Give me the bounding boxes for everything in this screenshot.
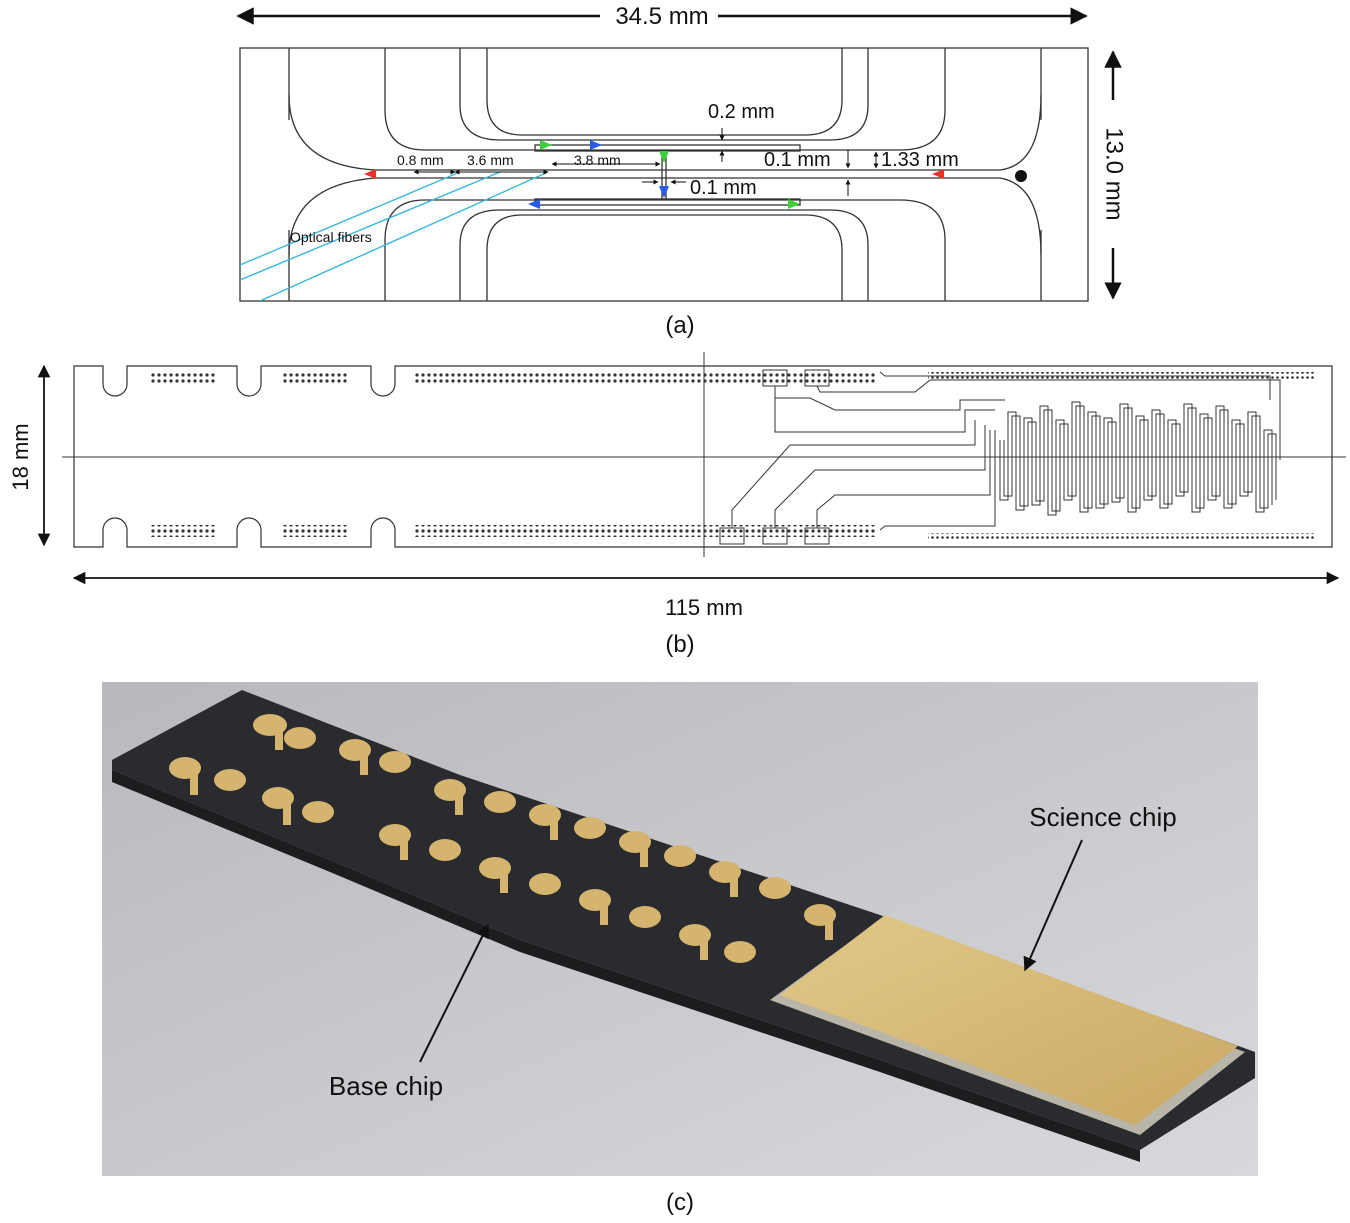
- dim-0-1-top: 0.1 mm: [764, 149, 831, 171]
- panel-a: 34.5 mm 13.0 mm: [236, 3, 1128, 339]
- science-chip-arrow: [1023, 839, 1083, 972]
- blue-marker-center: [659, 186, 669, 198]
- science-chip-body: [780, 915, 1238, 1125]
- dim-1-33: 1.33 mm: [881, 149, 959, 171]
- chip-outline-a: [239, 47, 1089, 302]
- dim-3-6: 3.6 mm: [467, 152, 514, 168]
- panel-b: 18 mm 115 mm (b): [8, 352, 1346, 658]
- caption-b: (b): [665, 631, 694, 658]
- caption-a: (a): [665, 312, 694, 339]
- dim-0-1-center: 0.1 mm: [690, 177, 757, 199]
- dim-0-8: 0.8 mm: [397, 152, 444, 168]
- flow-markers: [364, 140, 944, 209]
- gold-pads: [169, 714, 836, 963]
- height-label-b: 18 mm: [8, 423, 33, 490]
- dim-3-8: 3.8 mm: [574, 152, 621, 168]
- red-marker-left: [364, 169, 376, 179]
- blue-marker-bottom: [528, 199, 540, 209]
- fibers-label: Optical fibers: [290, 229, 372, 245]
- width-label: 34.5 mm: [615, 3, 708, 30]
- science-chip-label: Science chip: [1029, 802, 1176, 832]
- width-label-b: 115 mm: [665, 595, 743, 620]
- green-marker-top: [540, 140, 552, 150]
- base-chip-label: Base chip: [329, 1071, 443, 1101]
- optical-fibers: [240, 171, 549, 301]
- dimension-lines: [413, 128, 879, 196]
- red-marker-right: [932, 169, 944, 179]
- traces: [719, 369, 1281, 545]
- alignment-dot: [1015, 170, 1027, 182]
- caption-c: (c): [666, 1189, 694, 1216]
- height-label: 13.0 mm: [1101, 127, 1128, 220]
- blue-marker-top: [590, 140, 602, 150]
- base-chip-arrow: [419, 923, 489, 1063]
- base-chip-edge: [112, 770, 1140, 1162]
- green-marker-bottom: [788, 199, 800, 209]
- dim-0-2: 0.2 mm: [708, 101, 775, 123]
- panel-c-photo: Science chip Base chip: [102, 682, 1258, 1176]
- green-marker-center: [659, 151, 669, 163]
